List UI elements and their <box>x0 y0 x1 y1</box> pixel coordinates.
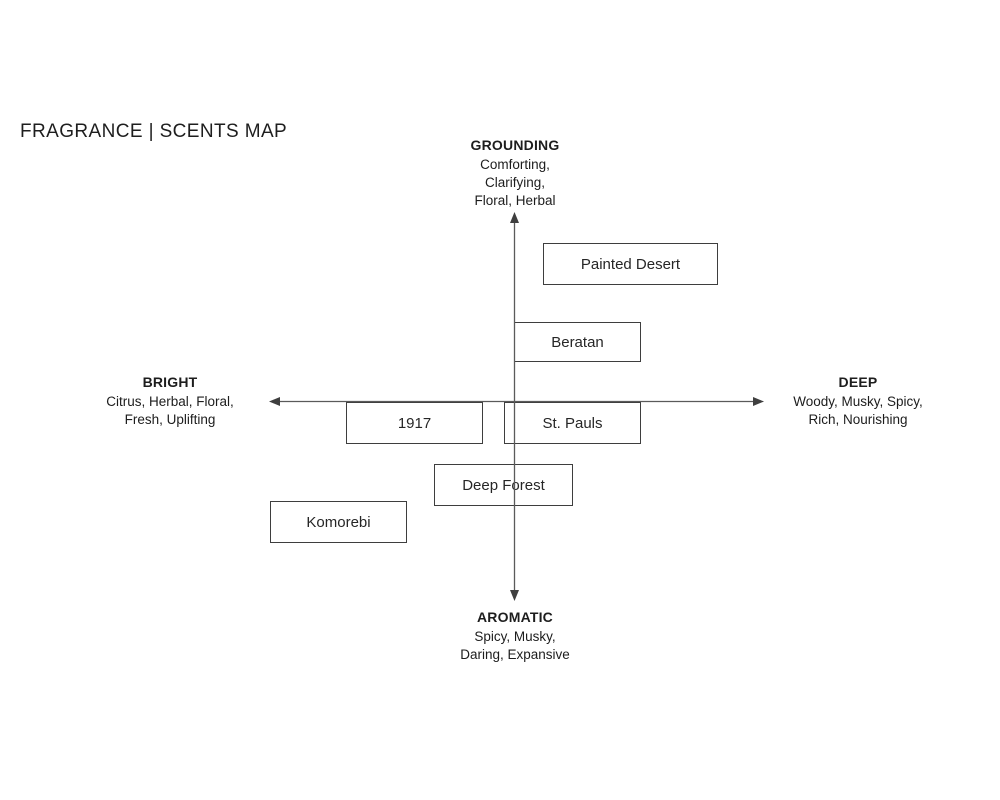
axis-name-aromatic: AROMATIC <box>477 609 553 625</box>
product-box-komorebi[interactable]: Komorebi <box>270 501 407 543</box>
axis-name-deep: DEEP <box>838 374 878 390</box>
axis-label-deep: DEEP Woody, Musky, Spicy, Rich, Nourishi… <box>763 374 953 429</box>
product-label: Beratan <box>551 333 604 351</box>
axis-desc-aromatic-1: Spicy, Musky, <box>474 629 556 644</box>
product-box-deep-forest[interactable]: Deep Forest <box>434 464 573 506</box>
product-label: 1917 <box>397 414 432 432</box>
axis-desc-grounding-2: Clarifying, <box>484 175 546 190</box>
axis-label-bright: BRIGHT Citrus, Herbal, Floral, Fresh, Up… <box>75 374 265 429</box>
axis-desc-bright-1: Citrus, Herbal, Floral, <box>106 394 234 409</box>
page-title: FRAGRANCE | SCENTS MAP <box>20 121 288 142</box>
product-box-st-pauls[interactable]: St. Pauls <box>504 402 641 444</box>
product-label: Deep Forest <box>462 476 545 494</box>
axis-desc-aromatic-2: Daring, Expansive <box>460 647 570 662</box>
axis-desc-grounding-3: Floral, Herbal <box>474 193 556 208</box>
product-box-1917[interactable]: 1917 <box>346 402 483 444</box>
axis-desc-bright-2: Fresh, Uplifting <box>124 412 216 427</box>
product-label: Komorebi <box>306 513 371 531</box>
axis-desc-deep-1: Woody, Musky, Spicy, <box>793 394 923 409</box>
product-box-painted-desert[interactable]: Painted Desert <box>543 243 718 285</box>
axis-desc-deep-2: Rich, Nourishing <box>808 412 908 427</box>
axis-label-grounding: GROUNDING Comforting, Clarifying, Floral… <box>405 137 625 210</box>
axis-desc-grounding-1: Comforting, <box>480 157 550 172</box>
axis-name-bright: BRIGHT <box>142 374 198 390</box>
axis-label-aromatic: AROMATIC Spicy, Musky, Daring, Expansive <box>405 609 625 664</box>
axis-name-grounding: GROUNDING <box>470 137 560 153</box>
product-box-beratan[interactable]: Beratan <box>514 322 641 362</box>
product-label: St. Pauls <box>542 414 603 432</box>
product-label: Painted Desert <box>580 255 681 273</box>
